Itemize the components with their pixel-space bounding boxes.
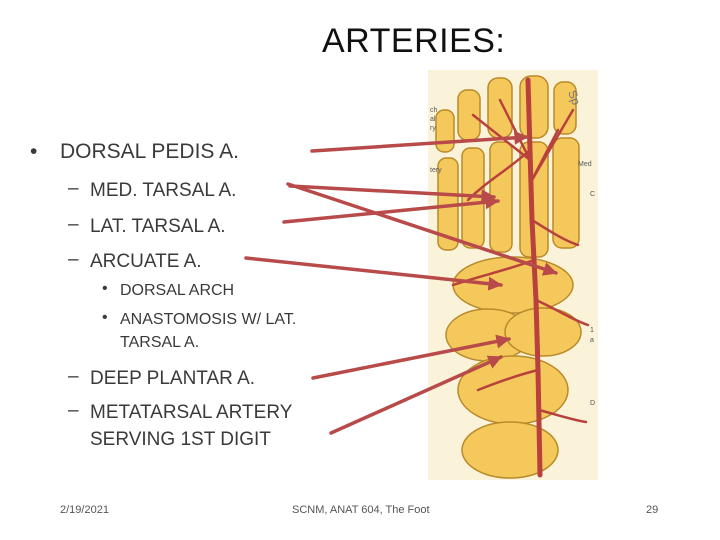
subbullet-text: MED. TARSAL A. xyxy=(90,180,237,201)
subbullet-text-line2: SERVING 1ST DIGIT xyxy=(90,429,271,450)
illus-label-fragment: D xyxy=(590,400,595,407)
footer-date: 2/19/2021 xyxy=(60,504,109,516)
illus-label-fragment: a xyxy=(590,337,594,344)
dash-marker: – xyxy=(68,214,79,235)
illus-label-fragment: ch xyxy=(430,107,438,114)
footer-course: SCNM, ANAT 604, The Foot xyxy=(292,504,430,516)
bullet-marker: • xyxy=(30,140,38,163)
subbullet-text-line1: METATARSAL ARTERY xyxy=(90,402,293,423)
illus-label-fragment: tery xyxy=(430,167,442,174)
dash-marker: – xyxy=(68,400,79,421)
dash-marker: – xyxy=(68,178,79,199)
subsubbullet-text-line1: ANASTOMOSIS W/ LAT. xyxy=(120,311,297,328)
subsubbullet-text: DORSAL ARCH xyxy=(120,282,235,299)
subbullet-text: DEEP PLANTAR A. xyxy=(90,368,256,389)
illus-corner-text: Sp xyxy=(565,88,583,107)
subsubbullet-text-line2: TARSAL A. xyxy=(120,334,200,351)
bullet-marker: • xyxy=(102,309,108,326)
illus-label-fragment: Med xyxy=(578,161,592,168)
subbullet-text: ARCUATE A. xyxy=(90,251,202,272)
footer-page-number: 29 xyxy=(646,504,659,516)
dash-marker: – xyxy=(68,249,79,270)
dash-marker: – xyxy=(68,366,79,387)
illus-label-fragment: ry xyxy=(430,125,436,132)
illus-label-fragment: C xyxy=(590,191,595,198)
foot-arteries-illustration: ch al ry tery Med C 1 a D Sp xyxy=(428,70,598,480)
slide-title: ARTERIES: xyxy=(322,22,506,60)
bullet-marker: • xyxy=(102,280,108,297)
bullet-text: DORSAL PEDIS A. xyxy=(60,140,239,163)
illus-label-fragment: 1 xyxy=(590,327,594,334)
subbullet-text: LAT. TARSAL A. xyxy=(90,216,226,237)
illus-label-fragment: al xyxy=(430,116,436,123)
